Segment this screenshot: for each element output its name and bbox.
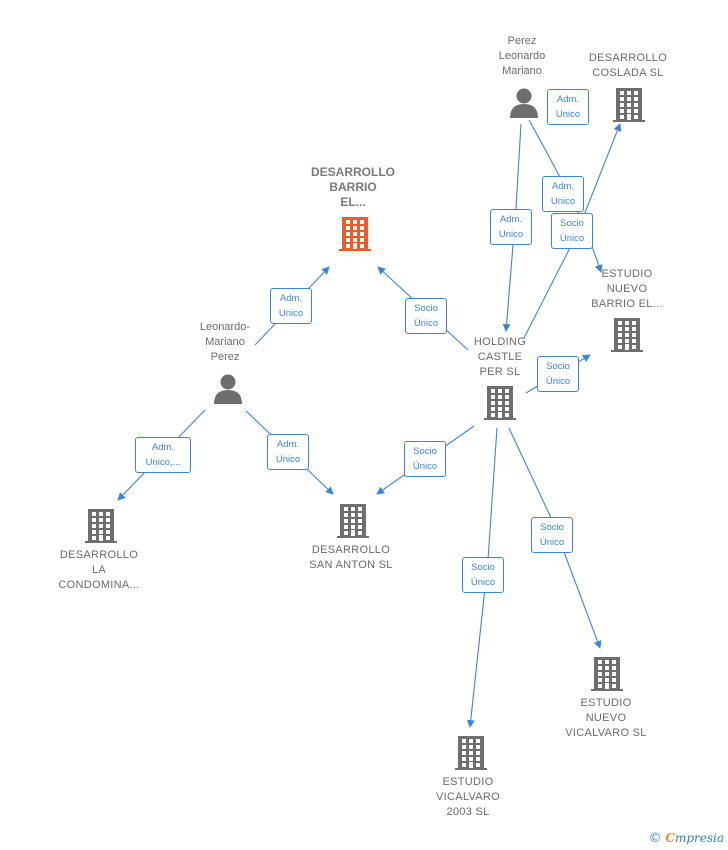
brand-initial: C <box>665 831 675 845</box>
building-icon-estudio-nuevo-vicalvaro[interactable] <box>591 657 623 691</box>
person-icon-perez[interactable] <box>510 88 538 119</box>
edge-label-leo-barrio[interactable]: Adm. Unico <box>270 288 312 324</box>
node-desarrollo-condomina-label[interactable]: DESARROLLO LA CONDOMINA... <box>58 549 140 591</box>
edge-label-holding-nuevo-vicalvaro[interactable]: Socio Único <box>531 517 573 553</box>
edge-perez-to-holding <box>502 123 522 332</box>
edge-label-perez-coslada[interactable]: Adm. Unico <box>547 89 589 125</box>
node-estudio-nuevo-vicalvaro-label[interactable]: ESTUDIO NUEVO VICALVARO SL <box>565 697 647 739</box>
building-icon-estudio-barrio[interactable] <box>611 318 643 352</box>
brand-name: mpresia <box>674 831 724 845</box>
edge-label-holding-barrio[interactable]: Socio Único <box>405 298 447 334</box>
node-holding-label[interactable]: HOLDING CASTLE PER SL <box>473 336 527 378</box>
edge-label-holding-coslada[interactable]: Socio Único <box>551 213 593 249</box>
node-desarrollo-san-anton-label[interactable]: DESARROLLO SAN ANTON SL <box>309 544 393 571</box>
building-icon-desarrollo-san-anton[interactable] <box>337 504 369 538</box>
copyright-icon: © <box>648 831 662 846</box>
node-leonardo-label[interactable]: Leonardo- Mariano Perez <box>199 321 251 363</box>
edge-label-leo-sananton[interactable]: Adm. Unico <box>267 434 309 470</box>
building-icon-estudio-vicalvaro-2003[interactable] <box>455 736 487 770</box>
edge-label-holding-sananton[interactable]: Socio Único <box>404 441 446 477</box>
node-estudio-vicalvaro-2003-label[interactable]: ESTUDIO VICALVARO 2003 SL <box>435 776 501 818</box>
edge-label-holding-estudio-barrio[interactable]: Socio Único <box>537 356 579 392</box>
person-icon-leonardo[interactable] <box>214 374 242 405</box>
building-icon-holding[interactable] <box>484 386 516 420</box>
node-estudio-barrio-label[interactable]: ESTUDIO NUEVO BARRIO EL... <box>591 268 663 310</box>
node-desarrollo-barrio-label[interactable]: DESARROLLO BARRIO EL... <box>311 165 395 209</box>
node-perez-label[interactable]: Perez Leonardo Mariano <box>498 35 546 77</box>
node-desarrollo-coslada-label[interactable]: DESARROLLO COSLADA SL <box>588 52 668 79</box>
edge-label-leo-condomina[interactable]: Adm. Unico,... <box>135 437 191 473</box>
building-icon-desarrollo-barrio[interactable] <box>339 217 371 251</box>
edge-label-holding-vicalvaro2003[interactable]: Socio Único <box>462 557 504 593</box>
edge-label-perez-holding[interactable]: Adm. Unico <box>490 209 532 245</box>
building-icon-desarrollo-coslada[interactable] <box>613 88 645 122</box>
building-icon-desarrollo-condomina[interactable] <box>85 509 117 543</box>
edge-label-perez-estudio-barrio[interactable]: Adm. Unico <box>542 176 584 212</box>
empresia-brand[interactable]: © Cmpresia <box>649 831 724 846</box>
icons-layer <box>85 88 645 770</box>
